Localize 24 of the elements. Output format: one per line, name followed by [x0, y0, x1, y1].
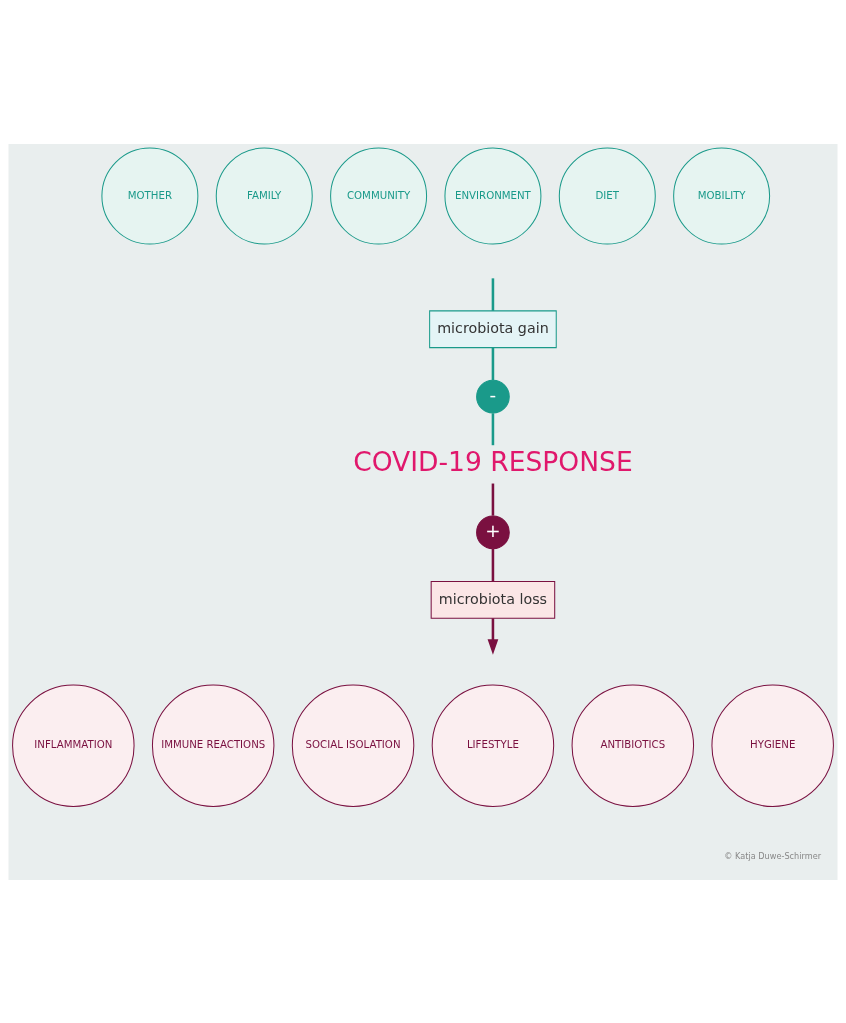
node-circle: HYGIENE [711, 684, 834, 807]
node-circle: COMMUNITY [330, 147, 428, 245]
node-circle: DIET [558, 147, 656, 245]
node-box: microbiota loss [430, 580, 556, 619]
arrow [487, 617, 499, 655]
node-circle: IMMUNE REACTIONS [151, 684, 275, 807]
node-circle: + [476, 515, 510, 549]
node-circle: MOTHER [101, 147, 199, 245]
node-circle: ENVIRONMENT [444, 147, 542, 245]
node-circle: INFLAMMATION [12, 684, 135, 807]
node-text: COVID-19 RESPONSE [353, 445, 633, 477]
node-circle: LIFESTYLE [431, 684, 555, 807]
node-circle: MOBILITY [673, 147, 771, 245]
connector [491, 277, 495, 311]
node-box: microbiota gain [429, 309, 557, 348]
label: © Katja Duwe-Schirmer [724, 850, 822, 861]
connector [491, 548, 495, 581]
node-circle: - [476, 379, 510, 413]
connector [491, 483, 495, 516]
connector [491, 412, 495, 445]
connector [491, 347, 495, 380]
node-circle: SOCIAL ISOLATION [291, 684, 415, 807]
node-circle: ANTIBIOTICS [571, 684, 695, 807]
node-circle: FAMILY [215, 147, 313, 245]
